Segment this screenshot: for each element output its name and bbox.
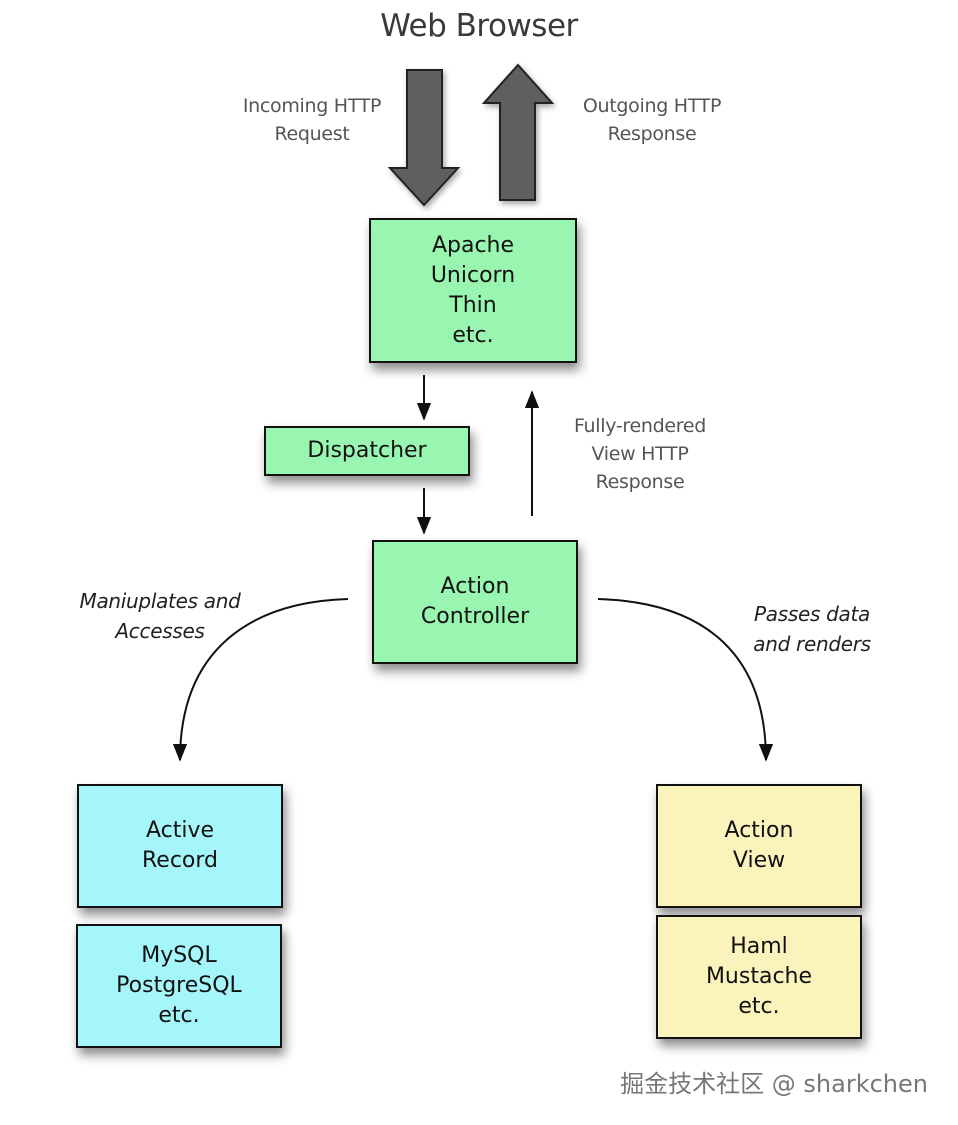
- action-view-line: View: [732, 848, 786, 873]
- active-record-line: Active: [145, 818, 215, 843]
- passes-label-line: and renders: [753, 632, 871, 656]
- databases-line: etc.: [158, 1003, 200, 1028]
- server-line: Unicorn: [430, 262, 516, 288]
- manipulates-label-line: Accesses: [115, 619, 205, 643]
- action-controller-box: Action Controller: [372, 540, 578, 664]
- server-line: Thin: [449, 292, 497, 318]
- templates-line: Mustache: [705, 964, 813, 989]
- passes-label-line: Passes data: [754, 602, 870, 626]
- templates-box: Haml Mustache etc.: [656, 915, 862, 1039]
- active-record-box: Active Record: [77, 784, 283, 908]
- databases-line: MySQL: [141, 943, 217, 968]
- watermark: 掘金技术社区 @ sharkchen: [620, 1070, 928, 1098]
- templates-line: Haml: [730, 934, 788, 959]
- outgoing-response-label: Outgoing HTTP Response: [562, 92, 742, 148]
- dispatcher-line: Dispatcher: [307, 438, 427, 463]
- dispatcher-box: Dispatcher: [264, 426, 470, 476]
- templates-line: etc.: [738, 994, 780, 1019]
- action-view-box: Action View: [656, 784, 862, 908]
- controller-line: Controller: [420, 604, 530, 629]
- web-server-box: Apache Unicorn Thin etc.: [369, 218, 577, 363]
- incoming-label-line: Request: [274, 123, 350, 145]
- databases-line: PostgreSQL: [116, 973, 242, 998]
- incoming-request-arrow: [387, 69, 461, 207]
- server-line: Apache: [431, 232, 515, 258]
- web-browser-title: Web Browser: [380, 8, 578, 44]
- active-record-line: Record: [141, 848, 218, 873]
- action-view-line: Action: [724, 818, 794, 843]
- server-line: etc.: [452, 322, 494, 348]
- incoming-label-line: Incoming HTTP: [242, 95, 382, 117]
- rendered-label-line: Fully-rendered: [573, 415, 707, 437]
- rendered-label-line: View HTTP: [591, 443, 689, 465]
- outgoing-label-line: Response: [607, 123, 697, 145]
- controller-to-action-view-arrow: [597, 598, 774, 762]
- manipulates-label-line: Maniuplates and: [79, 589, 241, 613]
- outgoing-label-line: Outgoing HTTP: [582, 95, 722, 117]
- controller-line: Action: [440, 574, 510, 599]
- controller-to-active-record-arrow: [172, 598, 349, 762]
- databases-box: MySQL PostgreSQL etc.: [76, 924, 282, 1048]
- incoming-request-label: Incoming HTTP Request: [222, 92, 402, 148]
- manipulates-label: Maniuplates and Accesses: [60, 586, 260, 646]
- outgoing-response-arrow: [481, 63, 555, 201]
- rendered-response-label: Fully-rendered View HTTP Response: [555, 412, 725, 496]
- passes-data-label: Passes data and renders: [732, 599, 892, 659]
- rendered-label-line: Response: [595, 471, 685, 493]
